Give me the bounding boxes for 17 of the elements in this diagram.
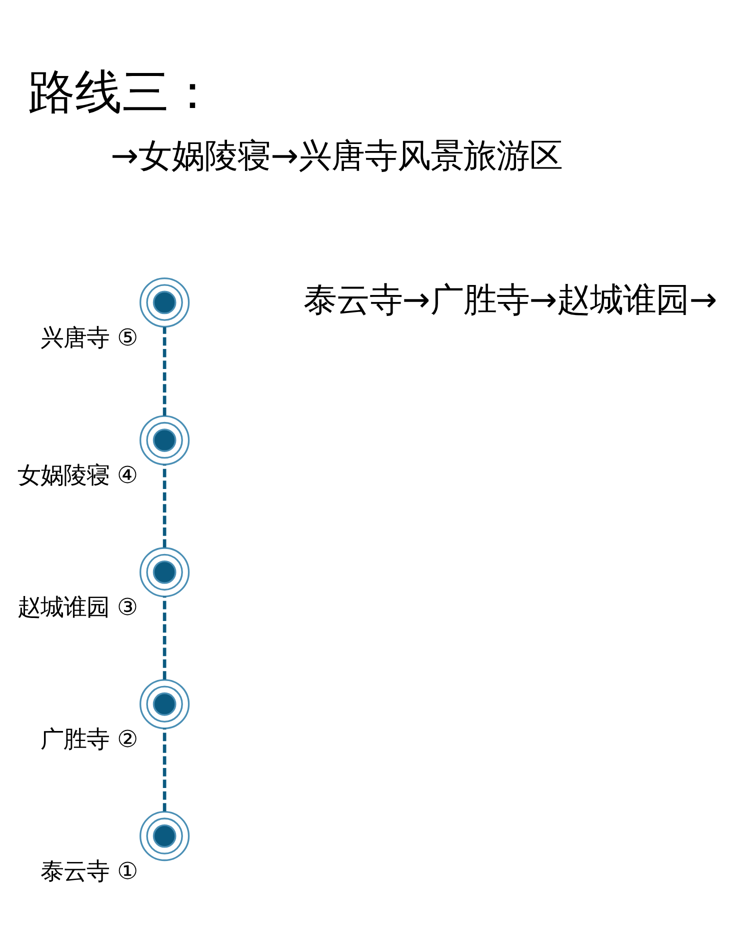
label: 泰云寺→广胜寺→赵城谁园→ bbox=[303, 280, 718, 319]
label: →女娲陵寝→兴唐寺风景旅游区 bbox=[110, 136, 563, 176]
node-label: 兴唐寺 ⑤ bbox=[40, 323, 138, 352]
node-circle bbox=[140, 811, 190, 862]
node-label: 泰云寺 ① bbox=[40, 856, 138, 885]
node-label: 女娲陵寝 ④ bbox=[18, 461, 138, 490]
node-label: 赵城谁园 ③ bbox=[18, 593, 138, 622]
node-circle bbox=[140, 277, 190, 328]
connector bbox=[162, 596, 166, 680]
node-circle bbox=[140, 679, 190, 730]
connector bbox=[162, 464, 166, 548]
node-label: 广胜寺 ② bbox=[40, 725, 138, 754]
node-circle bbox=[140, 415, 190, 466]
node-circle bbox=[140, 547, 190, 598]
connector bbox=[162, 327, 166, 416]
diagram-title: 路线三： bbox=[28, 66, 216, 120]
connector bbox=[162, 728, 166, 812]
